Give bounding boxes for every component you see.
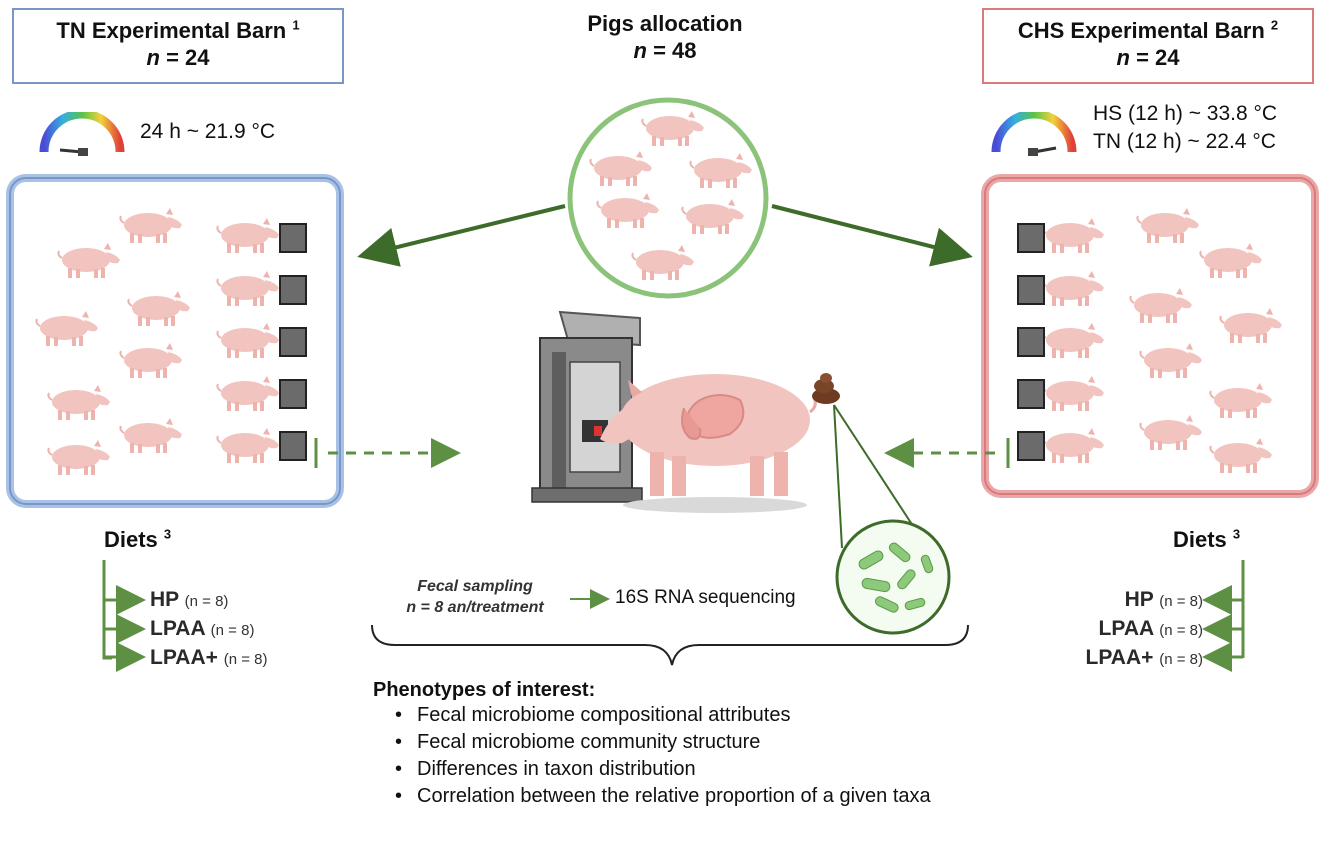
- chs-barn-title-box: CHS Experimental Barn 2 n = 24: [982, 8, 1314, 84]
- tn-diets-title: Diets 3: [104, 527, 171, 553]
- tn-diet-lpaa: LPAA (n = 8): [150, 617, 254, 641]
- chs-feeders: [1017, 223, 1045, 461]
- fecal-sampling-label: Fecal sampling n = 8 an/treatment: [385, 576, 565, 618]
- phenotype-item: Fecal microbiome community structure: [373, 729, 957, 756]
- feces-icon: [812, 373, 840, 404]
- tn-diet-hp: HP (n = 8): [150, 588, 228, 612]
- allocation-n-value: = 48: [653, 38, 697, 63]
- tn-diet-lpaa-plus-n: (n = 8): [223, 651, 268, 668]
- chs-temp-tn: TN (12 h) ~ 22.4 °C: [1093, 130, 1276, 153]
- phenotypes-title: Phenotypes of interest:: [373, 679, 596, 701]
- phenotype-item: Correlation between the relative proport…: [373, 783, 957, 810]
- tn-n-label: n: [146, 45, 160, 70]
- chs-barn-footnote: 2: [1270, 17, 1279, 33]
- tn-barn-title: TN Experimental Barn: [56, 18, 287, 43]
- chs-diet-lpaa-label: LPAA: [1098, 617, 1154, 640]
- phenotypes-block: Phenotypes of interest: Fecal microbiome…: [373, 679, 973, 810]
- chs-diets-footnote: 3: [1232, 526, 1241, 542]
- phenotypes-list: Fecal microbiome compositional attribute…: [373, 702, 973, 810]
- chs-barn-title: CHS Experimental Barn: [1017, 18, 1265, 43]
- arrow-to-tn: [357, 204, 566, 267]
- tn-diet-hp-label: HP: [150, 588, 179, 611]
- chs-diet-lpaa-plus-label: LPAA+: [1085, 646, 1154, 669]
- fecal-sampling-line2: n = 8 an/treatment: [406, 599, 544, 616]
- chs-diet-hp: HP (n = 8): [1125, 588, 1203, 612]
- allocation-n-label: n: [633, 38, 647, 63]
- big-pig: [600, 374, 817, 513]
- chs-diet-hp-n: (n = 8): [1159, 593, 1203, 610]
- chs-diets-title-text: Diets: [1173, 527, 1227, 552]
- phenotype-item: Differences in taxon distribution: [373, 756, 957, 783]
- tn-diet-brackets: [102, 560, 146, 672]
- tn-diet-lpaa-plus: LPAA+ (n = 8): [150, 646, 268, 670]
- chs-diets-title: Diets 3: [1173, 527, 1240, 553]
- chs-diet-lpaa-n: (n = 8): [1159, 622, 1203, 639]
- feeder-station: [531, 310, 643, 503]
- chs-diet-lpaa-plus: LPAA+ (n = 8): [1086, 646, 1204, 670]
- tn-n-value: = 24: [166, 45, 210, 70]
- tn-diets-title-text: Diets: [104, 527, 158, 552]
- microbiome-zoom-circle: [835, 519, 951, 635]
- tn-barn-title-box: TN Experimental Barn 1 n = 24: [12, 8, 344, 84]
- chs-n-label: n: [1116, 45, 1130, 70]
- tn-diets-footnote: 3: [163, 526, 172, 542]
- sequencing-label: 16S RNA sequencing: [615, 587, 796, 608]
- curly-brace: [371, 624, 969, 666]
- phenotype-item: Fecal microbiome compositional attribute…: [373, 702, 957, 729]
- tn-diet-hp-n: (n = 8): [184, 593, 229, 610]
- arrow-to-chs: [771, 204, 973, 267]
- chs-n-value: = 24: [1136, 45, 1180, 70]
- tn-feeders: [279, 223, 307, 461]
- tn-diet-lpaa-label: LPAA: [150, 617, 205, 640]
- allocation-circle: [567, 97, 769, 299]
- chs-diet-hp-label: HP: [1124, 588, 1154, 611]
- tn-temperature: 24 h ~ 21.9 °C: [140, 120, 276, 143]
- tn-thermometer-icon: [39, 112, 125, 156]
- allocation-title: Pigs allocation: [587, 11, 743, 36]
- chs-diet-lpaa-plus-n: (n = 8): [1159, 651, 1203, 668]
- fecal-sampling-line1: Fecal sampling: [417, 578, 533, 595]
- chs-diet-brackets: [1202, 560, 1245, 672]
- tn-barn-footnote: 1: [292, 17, 300, 33]
- chs-diet-lpaa: LPAA (n = 8): [1099, 617, 1203, 641]
- chs-thermometer-icon: [991, 112, 1077, 156]
- chs-temp-hs: HS (12 h) ~ 33.8 °C: [1093, 102, 1278, 125]
- allocation-title-block: Pigs allocation n = 48: [500, 10, 830, 64]
- bacteria-icons: [858, 542, 934, 613]
- chs-temperature-block: HS (12 h) ~ 33.8 °C TN (12 h) ~ 22.4 °C: [1093, 100, 1277, 156]
- tn-diet-lpaa-plus-label: LPAA+: [150, 646, 218, 669]
- tn-diet-lpaa-n: (n = 8): [210, 622, 255, 639]
